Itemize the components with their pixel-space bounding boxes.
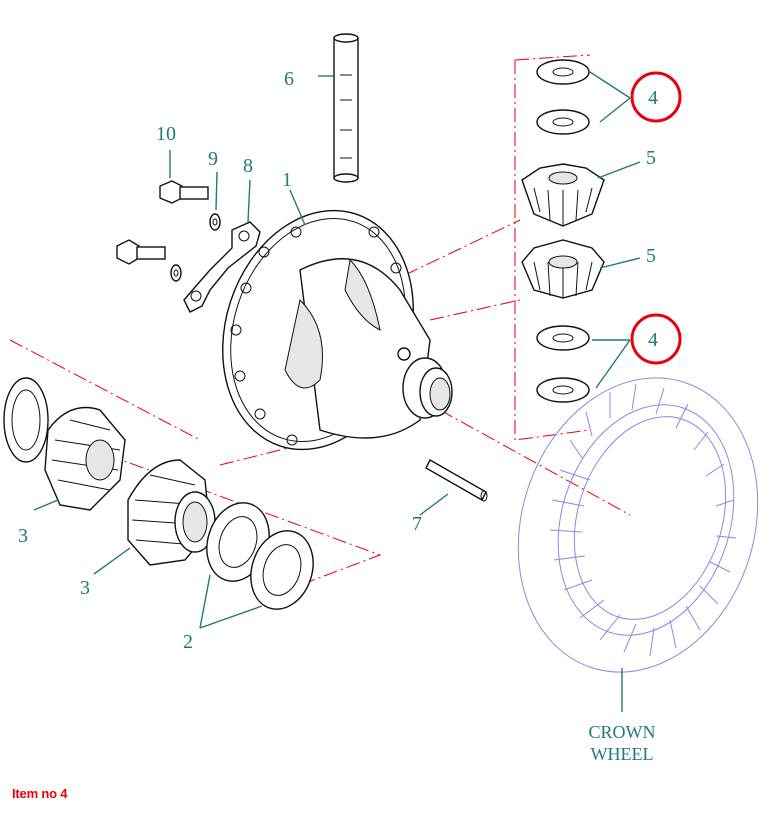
label-9: 9: [208, 148, 218, 170]
part-4-thrust-washers-upper: [536, 59, 590, 135]
part-10-bolts: [116, 180, 209, 265]
label-3-right: 3: [80, 577, 90, 599]
label-7: 7: [412, 513, 422, 535]
part-labels: 6 10 9 8 1 4 5 5 4 3 3 2 7 CROWN WHEEL: [18, 68, 658, 764]
label-wheel: WHEEL: [591, 744, 654, 764]
label-4-lower: 4: [648, 329, 658, 351]
label-crown: CROWN: [589, 722, 656, 742]
label-8: 8: [243, 155, 253, 177]
label-10: 10: [156, 123, 176, 145]
crown-wheel: [517, 377, 759, 673]
label-1: 1: [282, 169, 292, 191]
label-2: 2: [183, 631, 193, 653]
part-2-side-thrust-washers: [206, 502, 314, 610]
part-9-washers: [170, 213, 221, 282]
label-3-left: 3: [18, 525, 28, 547]
leader-lines: [33, 71, 641, 712]
label-5-upper: 5: [646, 147, 656, 169]
item-caption: Item no 4: [12, 786, 68, 801]
label-5-lower: 5: [646, 245, 656, 267]
part-5-pinion-upper: [521, 163, 605, 227]
part-6-cross-shaft: [333, 33, 359, 183]
part-3-side-gear-left: [3, 377, 126, 511]
label-4-upper: 4: [648, 87, 658, 109]
part-3-side-gear-right: [127, 459, 216, 566]
part-8-lock-plate: [183, 221, 261, 313]
item-4-highlights: [630, 71, 682, 365]
part-1-differential-case: [222, 209, 453, 451]
label-6: 6: [284, 68, 294, 90]
part-7-lock-pin: [425, 459, 488, 502]
part-4-thrust-washers-lower: [536, 325, 590, 403]
part-5-pinion-lower: [521, 239, 605, 299]
